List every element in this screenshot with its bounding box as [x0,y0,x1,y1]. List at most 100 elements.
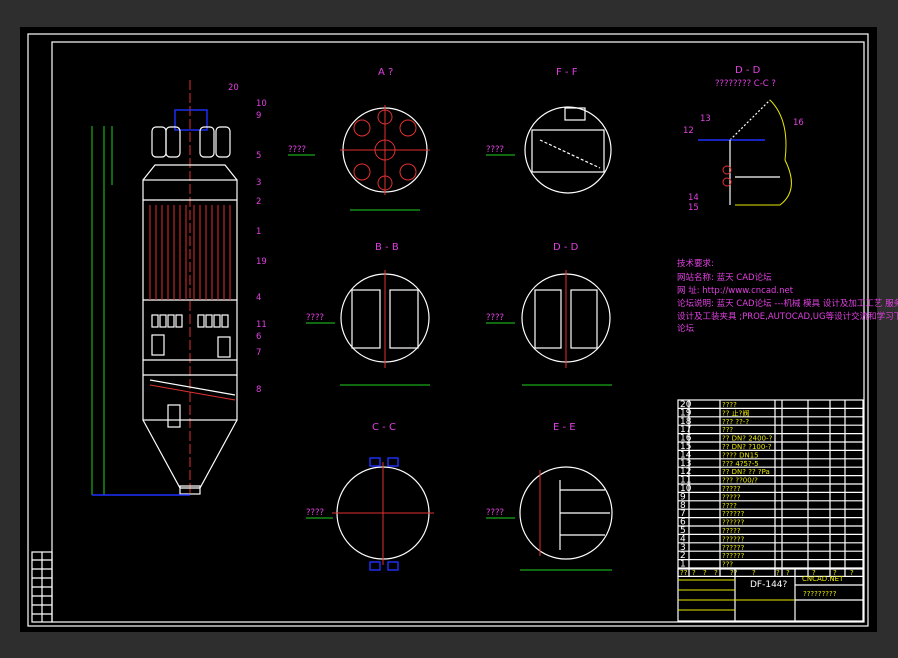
bom-row: 3?????? [680,543,745,553]
bom-item-name: ?? DN? ?? ?Pa [722,468,770,476]
svg-text:16: 16 [793,118,804,128]
bom-header-cell: ? [776,569,780,577]
bom-header-cell: ? [850,569,854,577]
svg-text:????: ???? [306,508,324,518]
bom-item-number: 16 [680,434,692,444]
bom-item-number: 13 [680,459,691,469]
bom-item-name: ????? [722,493,741,501]
bom-row: 6?????? [680,518,745,528]
technical-notes: 技术要求: 网站名称: 蓝天 CAD论坛 网 址: http://www.cnc… [677,258,898,334]
svg-text:论坛说明: 蓝天 CAD论坛 ---机械 模具 设计及加工工: 论坛说明: 蓝天 CAD论坛 ---机械 模具 设计及加工工艺 服务 [677,298,898,309]
bom-item-number: 4 [680,534,686,544]
vessel-elevation [91,80,238,496]
bom-header-cell: ? [812,569,816,577]
bom-item-number: 18 [680,417,692,427]
bom-header-cell: ? [833,569,837,577]
bom-row: 2?????? [680,551,745,561]
svg-text:???????? C-C ?: ???????? C-C ? [715,79,776,89]
bom-header-cell: ? [703,569,707,577]
bom-item-name: ??? 4?5?-5 [722,460,759,468]
svg-text:D - D: D - D [553,242,579,253]
bom-row: 10????? [680,484,741,494]
bom-item-name: ????? [722,485,741,493]
bom-row: 7?????? [680,509,745,519]
svg-text:网站名称: 蓝天 CAD论坛: 网站名称: 蓝天 CAD论坛 [677,272,772,283]
bom-item-name: ???? DN15 [722,451,759,459]
bill-of-materials: 20????19?? 止?阀18??? ??-?17???16?? DN? 24… [677,399,864,577]
section-f-view: F - F ???? [486,67,612,194]
svg-text:????: ???? [306,313,324,323]
svg-text:8: 8 [256,385,261,395]
svg-text:13: 13 [700,114,711,124]
bom-item-name: ?????? [722,552,745,560]
bom-item-name: ?????? [722,519,745,527]
bom-item-name: ???? [722,401,737,409]
bom-row: 15 ?? DN? ?100-? [680,442,772,452]
svg-text:15: 15 [688,203,699,213]
bom-item-number: 11 [680,476,691,486]
bom-item-number: 6 [680,518,686,528]
bom-item-name: ?? 止?阀 [722,408,749,417]
drawing-border-inner [51,41,865,623]
bom-item-number: 3 [680,543,686,553]
section-c-view: C - C ???? [306,422,434,571]
bom-row: 13 ??? 4?5?-5 [680,459,759,469]
drawing-number: DF-144? [750,580,788,590]
bom-row: 5????? [680,526,741,536]
bom-row: 16 ?? DN? 2400-? [680,434,773,444]
svg-text:7: 7 [256,348,261,358]
bom-item-number: 8 [680,501,686,511]
bom-row: 9????? [680,492,741,502]
section-a-view: A ? ???? [288,67,430,211]
bom-item-name: ??? [722,426,733,434]
drawing-name: ????????? [803,590,837,598]
bom-item-name: ??? ??00/? [722,477,758,485]
svg-text:3: 3 [256,178,261,188]
bom-item-number: 5 [680,526,686,536]
bom-item-number: 12 [680,467,691,477]
bom-item-name: ??? [722,561,733,569]
bom-row: 12 ?? DN? ?? ?Pa [680,467,770,477]
bom-row: 19 ?? 止?阀 [680,408,749,418]
bom-header-cell: ?? [680,569,688,577]
svg-text:5: 5 [256,151,261,161]
bom-header-cell: ? [752,569,756,577]
svg-text:设计及工装夹具 ;PROE,AUTOCAD,UG等设计交流和: 设计及工装夹具 ;PROE,AUTOCAD,UG等设计交流和学习下载网站专业 [677,311,898,322]
svg-text:14: 14 [688,193,699,203]
svg-text:11: 11 [256,320,267,330]
bom-row: 11 ??? ??00/? [680,476,758,486]
part-number-labels: 20 10 9 5 3 2 1 19 4 11 6 7 8 [228,83,267,395]
svg-text:????: ???? [288,145,306,155]
bom-item-number: 17 [680,425,691,435]
bom-item-number: 19 [680,408,692,418]
svg-text:????: ???? [486,508,504,518]
company-name: CNCAD.NET [802,575,844,583]
bom-item-number: 7 [680,509,686,519]
bom-item-name: ?? DN? ?100-? [722,443,772,451]
svg-text:E - E: E - E [553,422,576,433]
bom-header-cell: ? [786,569,790,577]
bom-row: 17??? [680,425,733,435]
bom-item-name: ?????? [722,510,745,518]
svg-text:1: 1 [256,227,261,237]
svg-text:D - D: D - D [735,65,761,76]
svg-text:A ?: A ? [378,67,393,78]
bom-item-number: 15 [680,442,691,452]
bom-header-cell: ? [714,569,718,577]
bom-row: 14???? DN15 [680,450,759,460]
bom-header-cell: ?? [730,569,738,577]
svg-text:10: 10 [256,99,267,109]
bom-item-number: 20 [680,400,692,410]
bom-row: 8???? [680,501,737,511]
svg-text:????: ???? [486,313,504,323]
bom-item-number: 9 [680,492,686,502]
side-stamp-table [31,551,53,623]
section-e-view: E - E ???? [486,422,613,571]
bom-item-name: ?? DN? 2400-? [722,435,773,443]
svg-text:C - C: C - C [372,422,396,433]
svg-text:F - F: F - F [556,67,578,78]
bom-item-number: 2 [680,551,686,561]
bom-item-name: ?????? [722,535,745,543]
model-space [20,27,877,632]
